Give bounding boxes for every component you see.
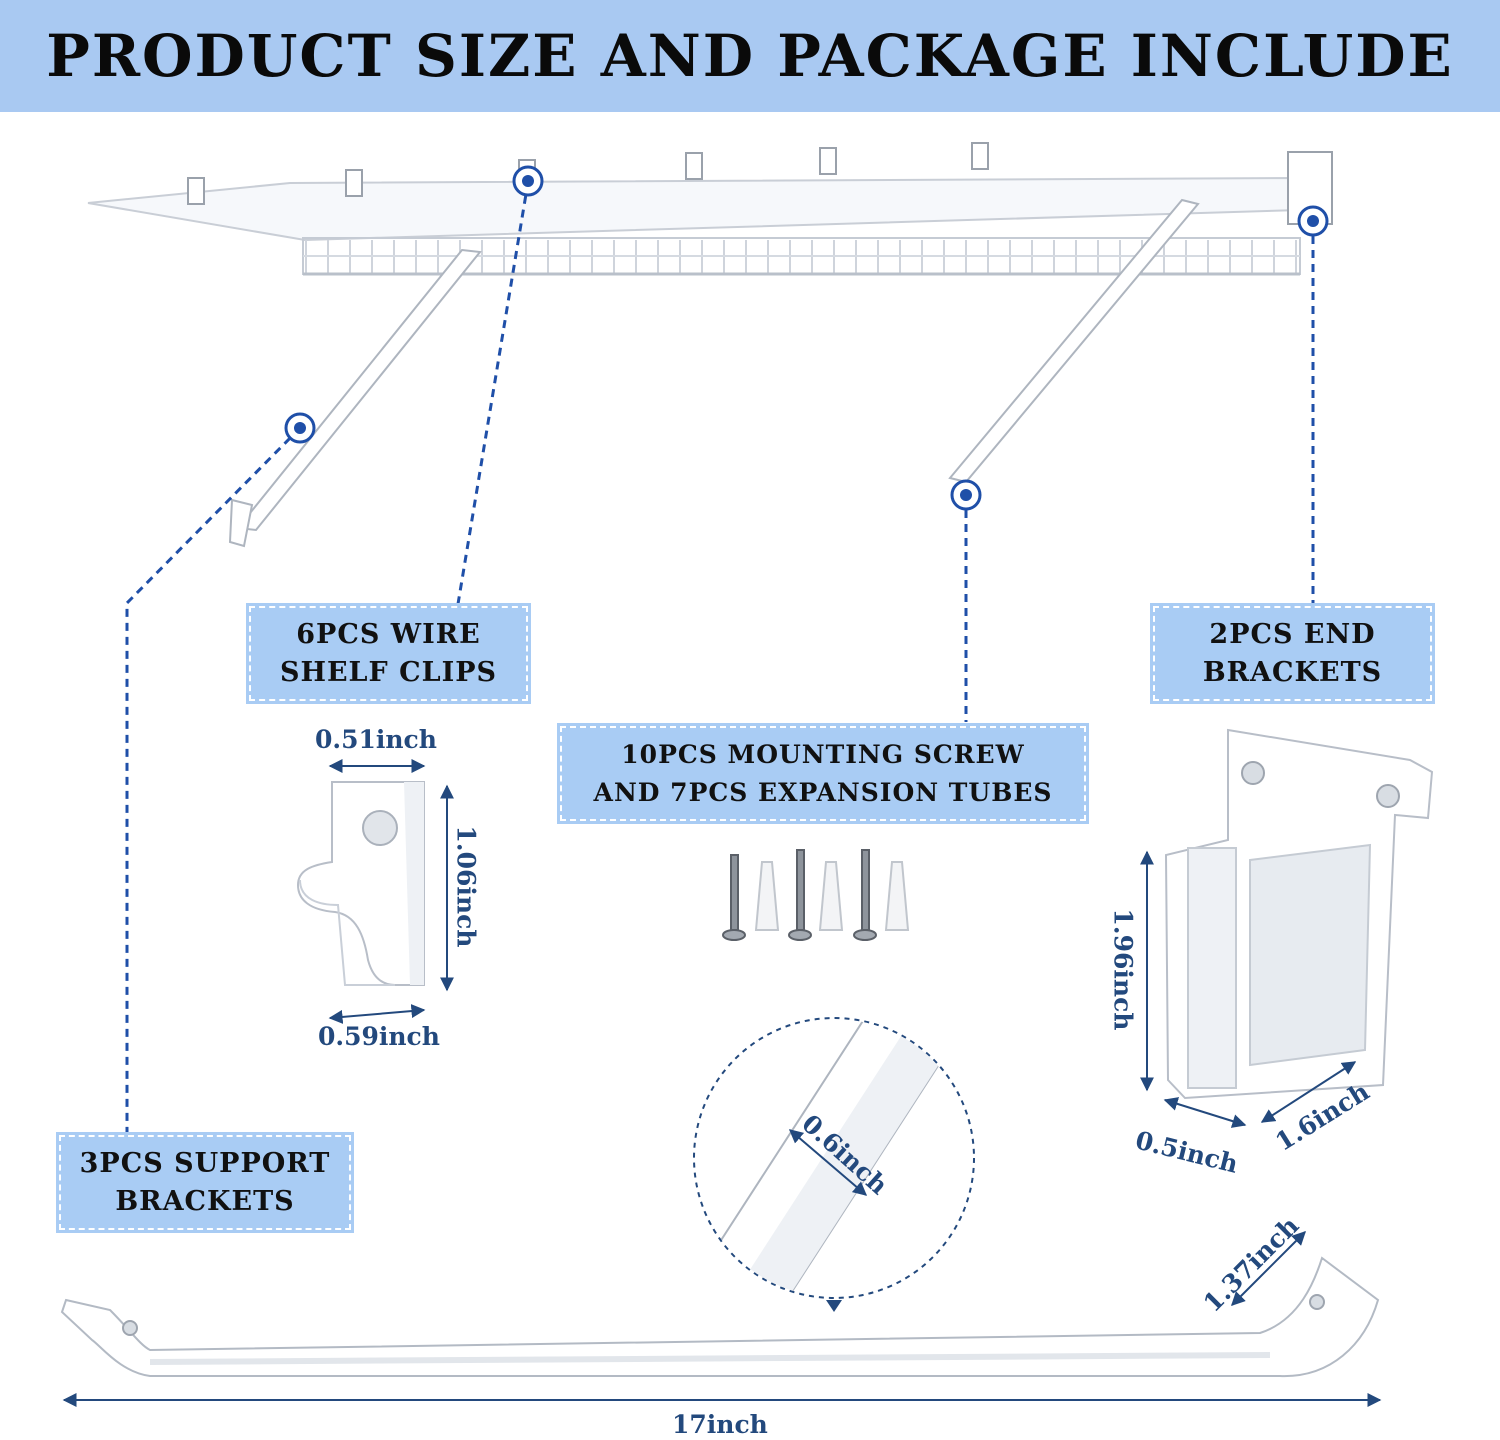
label-mounting-screws: 10PCS MOUNTING SCREW AND 7PCS EXPANSION … [557,723,1089,824]
header-banner: PRODUCT SIZE AND PACKAGE INCLUDE [0,0,1500,112]
marker-dot [1297,205,1329,237]
page-title: PRODUCT SIZE AND PACKAGE INCLUDE [46,22,1454,90]
dim-clip-height: 1.06inch [451,825,481,948]
label-line: BRACKETS [1202,656,1383,688]
marker-dots [284,165,1329,511]
label-line: 6PCS WIRE [296,618,481,650]
label-line: AND 7PCS EXPANSION TUBES [593,777,1053,807]
label-line: 2PCS END [1209,618,1376,650]
marker-dot [284,412,316,444]
marker-dot [950,479,982,511]
end-bracket-image [1164,728,1434,1100]
support-bracket-image [60,1256,1380,1378]
screws-and-anchors-image [722,849,910,941]
wire-shelf-image [87,142,1333,548]
dim-clip-width-top: 0.51inch [315,725,437,754]
label-line: BRACKETS [115,1185,295,1217]
label-wire-shelf-clips: 6PCS WIRE SHELF CLIPS [246,603,531,704]
label-line: SHELF CLIPS [279,656,498,688]
marker-dot [512,165,544,197]
shelf-clip-image [296,781,425,986]
label-end-brackets: 2PCS END BRACKETS [1150,603,1435,704]
leader-lines [125,181,1315,1133]
dim-end-bracket-height: 1.96inch [1108,908,1138,1031]
label-line: 10PCS MOUNTING SCREW [621,739,1025,769]
dim-clip-width-bottom: 0.59inch [318,1022,440,1051]
label-support-brackets: 3PCS SUPPORT BRACKETS [56,1132,354,1233]
label-line: 3PCS SUPPORT [79,1147,331,1179]
dim-bracket-length: 17inch [672,1410,768,1439]
